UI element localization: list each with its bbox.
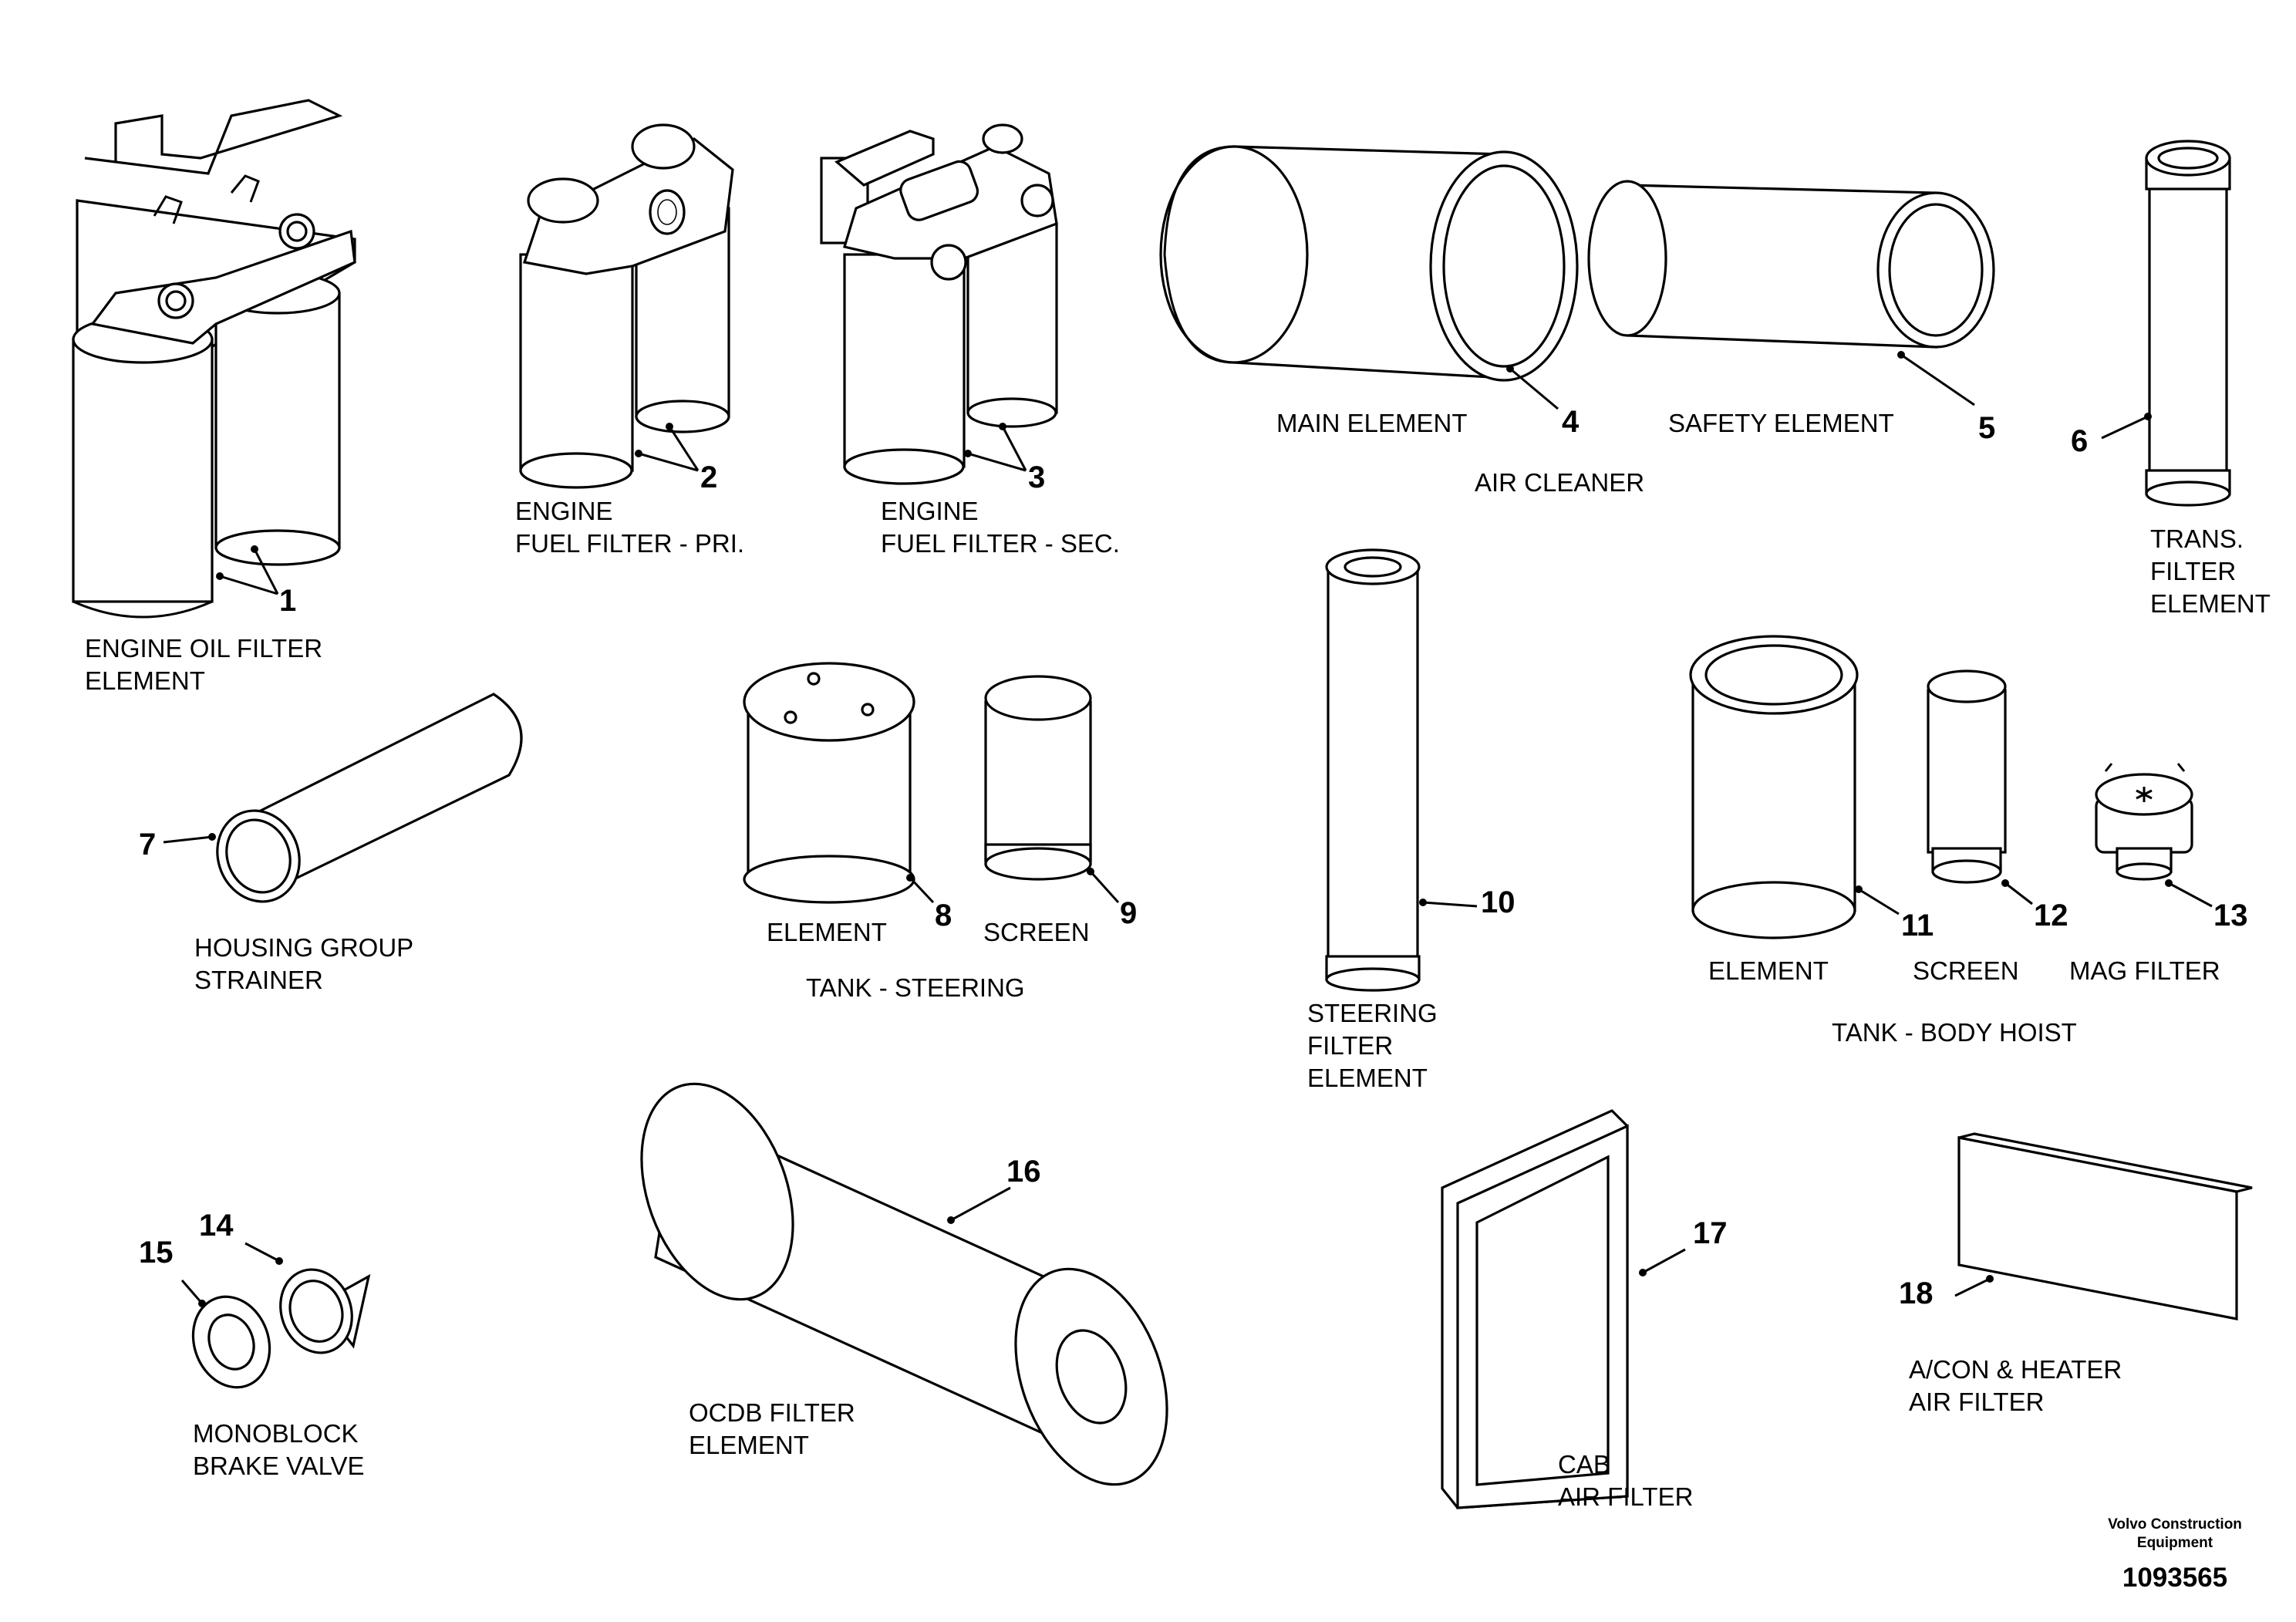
cartridge-icon (743, 662, 915, 904)
label-part-13: MAG FILTER (2069, 956, 2220, 985)
part-labels: ENGINE OIL FILTER ELEMENT ENGINE FUEL FI… (85, 409, 2271, 1511)
label-part-6-line-2: FILTER (2150, 557, 2236, 585)
label-part-4: MAIN ELEMENT (1276, 409, 1468, 437)
label-part-18-line-1: A/CON & HEATER (1909, 1355, 2122, 1384)
label-part-16-line-1: OCDB FILTER (689, 1398, 855, 1427)
callout-15: 15 (139, 1236, 174, 1270)
label-part-9: SCREEN (983, 918, 1090, 946)
air-element-icon (1159, 145, 1579, 382)
label-part-8: ELEMENT (767, 918, 887, 946)
label-part-2-line-1: ENGINE (515, 497, 613, 525)
mag-filter-icon (2095, 763, 2193, 881)
label-part-7-line-2: STRAINER (194, 966, 323, 994)
air-element-icon (1689, 635, 1859, 939)
callout-17: 17 (1693, 1216, 1728, 1250)
label-part-3-line-2: FUEL FILTER - SEC. (881, 529, 1120, 558)
label-part-1-line-1: ENGINE OIL FILTER (85, 634, 322, 663)
document-number: 1093565 (2122, 1563, 2227, 1593)
screen-icon (1927, 669, 2007, 884)
oil-filter-icon (72, 99, 356, 619)
label-part-6-line-1: TRANS. (2150, 524, 2244, 553)
callout-7: 7 (139, 828, 156, 862)
label-part-11: ELEMENT (1708, 956, 1829, 985)
label-part-2-line-2: FUEL FILTER - PRI. (515, 529, 744, 558)
fuel-filter-icon (820, 123, 1058, 485)
air-element-icon (1587, 180, 1995, 349)
callout-18: 18 (1899, 1276, 1934, 1310)
leader-lines (163, 351, 2213, 1307)
label-part-15-line-2: BRAKE VALVE (193, 1452, 365, 1480)
brand-line-2: Equipment (2137, 1535, 2213, 1551)
label-tank-body-hoist: TANK - BODY HOIST (1832, 1018, 2077, 1047)
label-part-7-line-1: HOUSING GROUP (194, 933, 413, 962)
callout-9: 9 (1120, 896, 1137, 930)
panel-filter-icon (1441, 1109, 1629, 1509)
label-part-15-line-1: MONOBLOCK (193, 1419, 359, 1448)
callout-13: 13 (2213, 899, 2248, 932)
label-tank-steering: TANK - STEERING (806, 973, 1025, 1002)
callout-3: 3 (1028, 460, 1045, 494)
callout-14: 14 (199, 1209, 234, 1243)
callout-5: 5 (1978, 411, 1995, 445)
foam-filter-icon (1957, 1132, 2253, 1320)
label-part-10-line-3: ELEMENT (1307, 1064, 1428, 1092)
label-part-18-line-2: AIR FILTER (1909, 1388, 2044, 1416)
brake-screen-icon (191, 1268, 371, 1389)
strainer-icon (216, 693, 523, 903)
callout-12: 12 (2034, 899, 2068, 932)
cartridge-icon (640, 1082, 1168, 1486)
label-part-1-line-2: ELEMENT (85, 666, 205, 695)
label-air-cleaner: AIR CLEANER (1475, 468, 1644, 497)
cartridge-icon (1325, 548, 1421, 992)
brand-line-1: Volvo Construction (2108, 1516, 2242, 1533)
label-part-10-line-2: FILTER (1307, 1031, 1393, 1060)
screen-icon (984, 675, 1092, 881)
label-part-5: SAFETY ELEMENT (1668, 409, 1894, 437)
label-part-6-line-3: ELEMENT (2150, 589, 2271, 618)
callout-4: 4 (1562, 405, 1580, 439)
fuel-filter-icon (519, 123, 734, 489)
label-part-17-line-1: CAB (1558, 1450, 1610, 1479)
label-part-10-line-1: STEERING (1307, 999, 1438, 1027)
label-part-12: SCREEN (1913, 956, 2019, 985)
callout-2: 2 (700, 460, 717, 494)
cartridge-icon (2145, 140, 2231, 507)
label-part-3-line-1: ENGINE (881, 497, 979, 525)
callout-16: 16 (1006, 1155, 1041, 1189)
callout-1: 1 (279, 584, 296, 618)
label-part-17-line-2: AIR FILTER (1558, 1482, 1693, 1511)
label-part-16-line-2: ELEMENT (689, 1431, 809, 1459)
footer: Volvo Construction Equipment 1093565 (2108, 1516, 2242, 1593)
callout-11: 11 (1901, 909, 1934, 943)
callout-numbers: 1 2 3 4 5 6 7 8 9 10 11 12 13 14 15 16 1… (139, 405, 2248, 1310)
callout-6: 6 (2071, 424, 2088, 458)
callout-8: 8 (935, 899, 952, 932)
callout-10: 10 (1481, 885, 1515, 919)
